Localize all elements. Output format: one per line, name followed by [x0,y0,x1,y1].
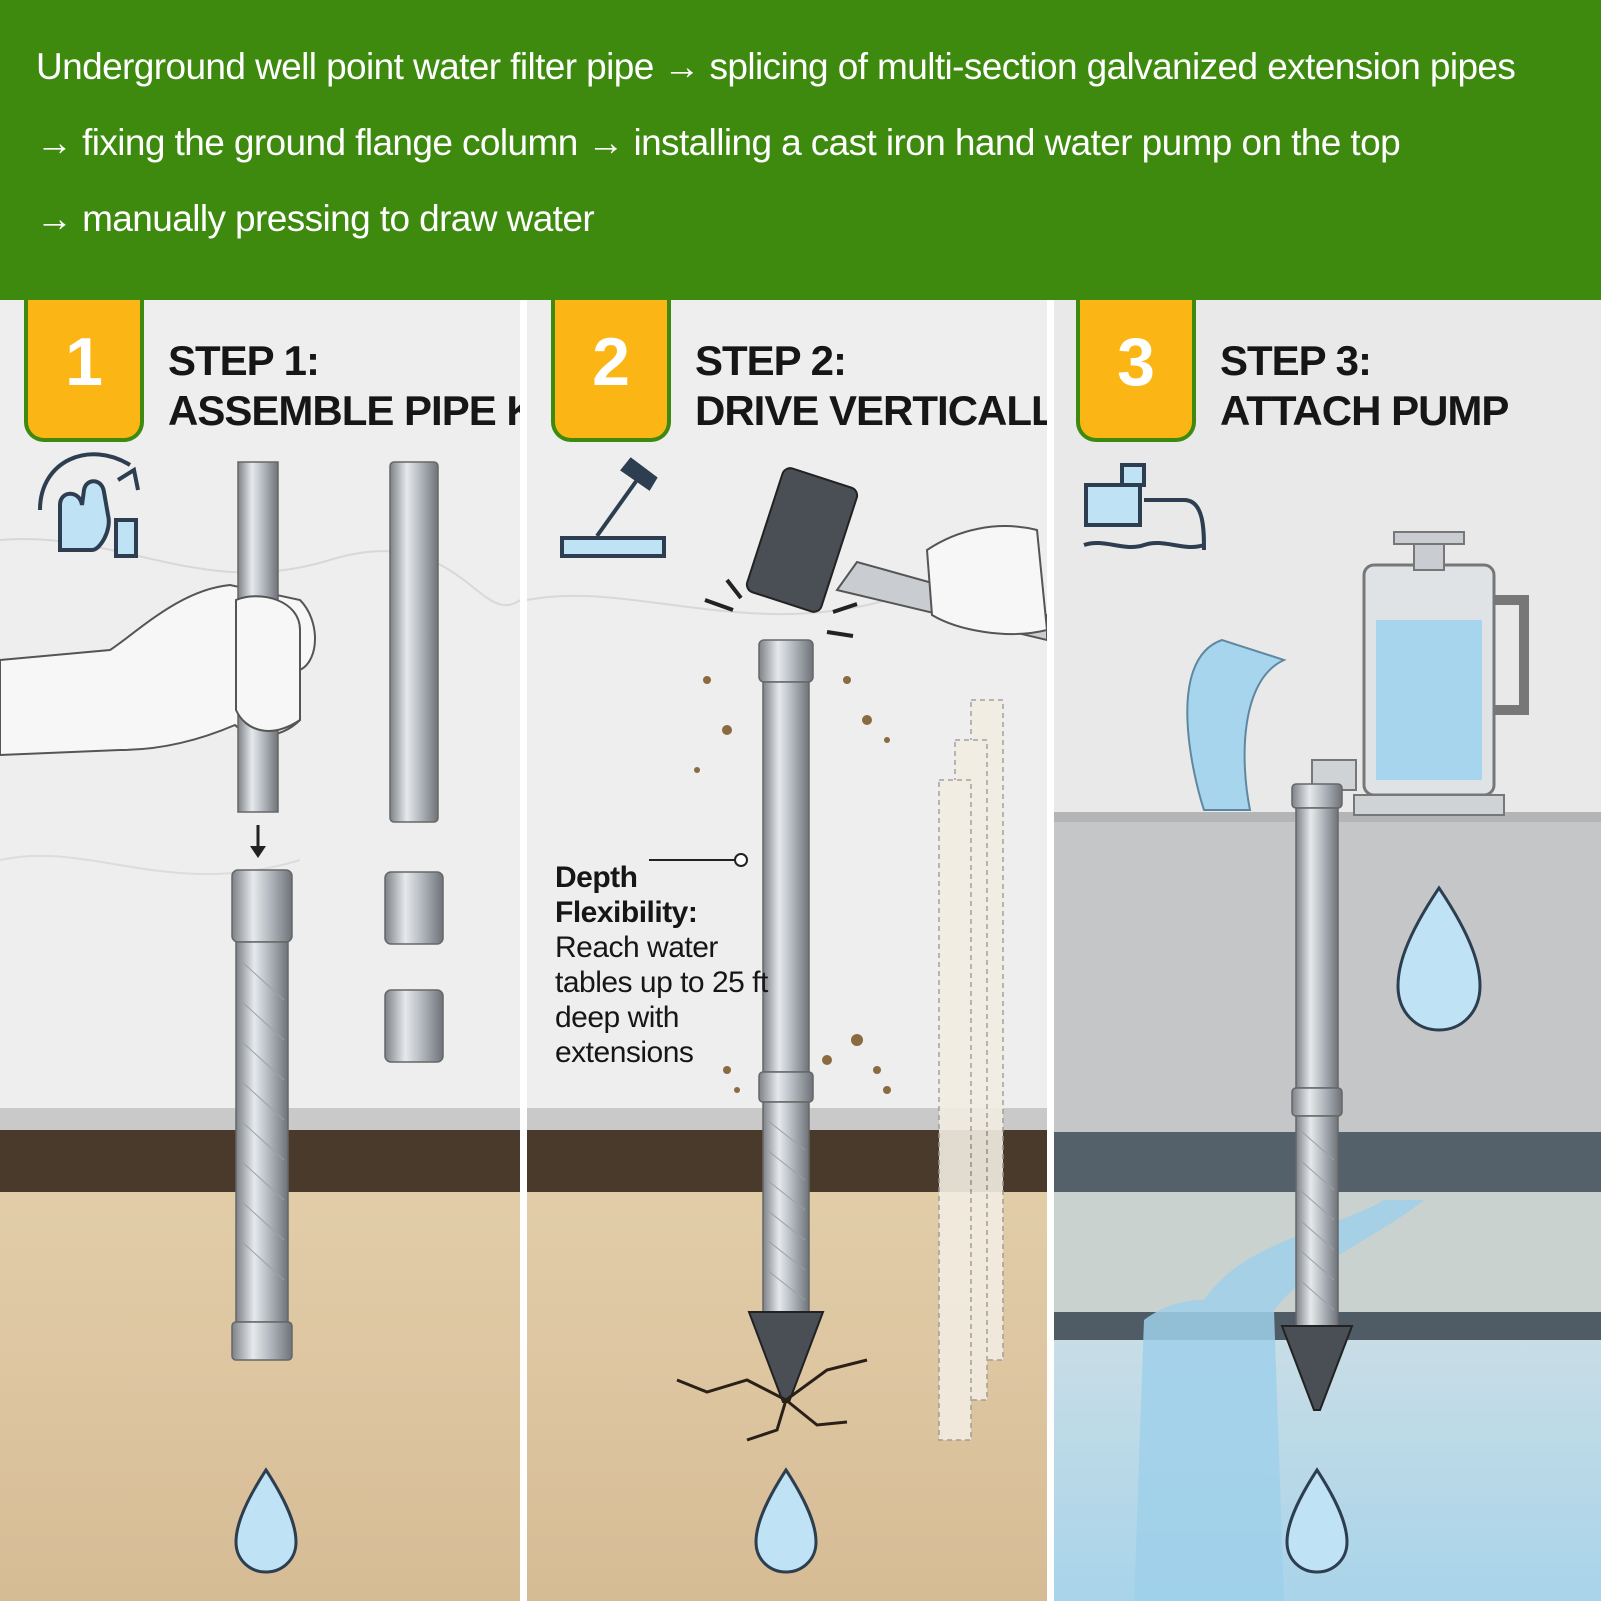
step-2-illustration [527,457,1047,1601]
water-drop-icon [754,1467,818,1574]
step-2-panel: 2 STEP 2: DRIVE VERTICALLY Depth Flexibi… [527,300,1047,1601]
step-1-number: 1 [65,324,103,400]
step-1-panel: 1 STEP 1: ASSEMBLE PIPE KIT [0,300,520,1601]
water-drop-icon [234,1467,298,1574]
depth-note-heading-1: Depth [555,861,638,894]
depth-note-body: Reach water tables up to 25 ft deep with… [555,931,768,1069]
step-3-heading: ATTACH PUMP [1220,387,1509,434]
banner-line-3: → manually pressing to draw water [36,198,595,239]
step-3-illustration [1054,463,1601,1601]
step-2-number: 2 [592,324,630,400]
step-1-title: STEP 1: ASSEMBLE PIPE KIT [168,336,520,436]
pump-water-icon [1083,463,1206,551]
water-drop-icon [1396,885,1482,1032]
panel-divider [1047,300,1054,1601]
step-2-badge: 2 [555,300,667,438]
water-drop-icon [1285,1467,1349,1574]
header-banner: Underground well point water filter pipe… [0,0,1601,300]
depth-flexibility-note: Depth Flexibility: Reach water tables up… [555,860,775,1070]
hand-wash-icon [38,452,140,558]
panel-divider [520,300,527,1601]
step-3-title: STEP 3: ATTACH PUMP [1220,336,1509,436]
step-3-label: STEP 3: [1220,337,1372,384]
depth-note-heading-2: Flexibility: [555,896,698,929]
step-3-number: 3 [1117,324,1155,400]
banner-line-1: Underground well point water filter pipe… [36,46,1516,87]
step-2-title: STEP 2: DRIVE VERTICALLY [695,336,1047,436]
banner-line-2: → fixing the ground flange column → inst… [36,122,1401,163]
step-3-panel: 3 STEP 3: ATTACH PUMP [1054,300,1601,1601]
step-2-heading: DRIVE VERTICALLY [695,387,1047,434]
step-1-label: STEP 1: [168,337,320,384]
hammer-level-icon [560,457,666,558]
step-1-illustration [0,452,520,1601]
step-2-label: STEP 2: [695,337,847,384]
step-3-badge: 3 [1080,300,1192,438]
step-1-badge: 1 [28,300,140,438]
step-1-heading: ASSEMBLE PIPE KIT [168,387,520,434]
